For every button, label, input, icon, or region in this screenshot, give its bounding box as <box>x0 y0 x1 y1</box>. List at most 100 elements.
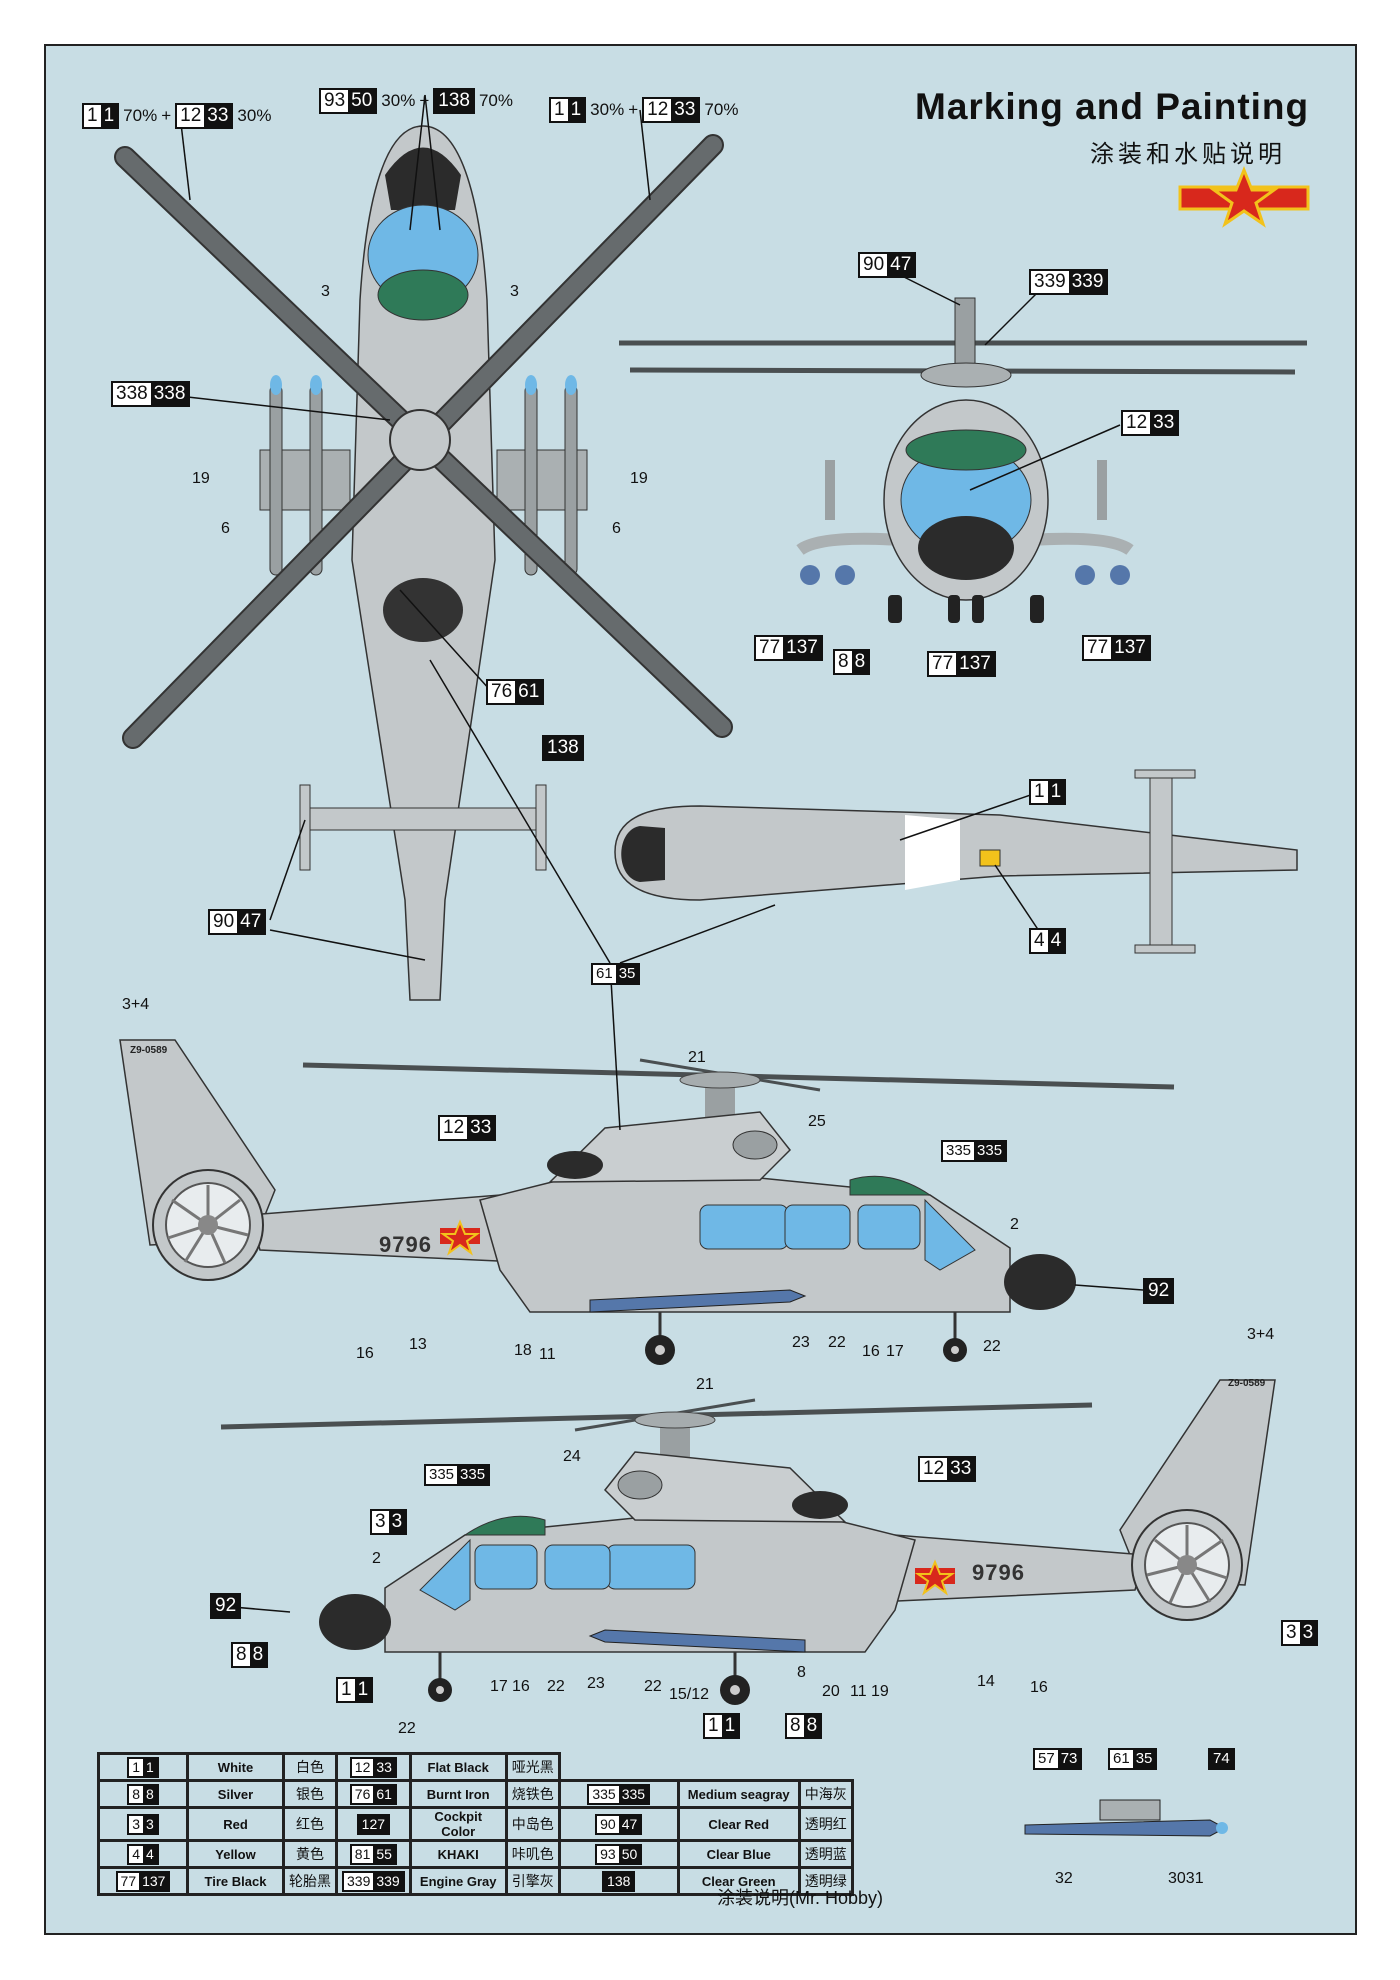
paint-code-white-part: 335 <box>943 1142 975 1160</box>
paint-code-black-part: 4 <box>1047 930 1065 952</box>
paint-code-white-part: 1 <box>338 1679 355 1701</box>
paint-code-black-part: 137 <box>1111 637 1149 659</box>
mix-percent: 70% <box>478 91 513 110</box>
part-number-label: 11 <box>850 1683 867 1700</box>
part-number-label: 16 <box>512 1678 530 1695</box>
front-view-helicopter <box>619 297 1307 623</box>
part-number-label: 22 <box>828 1334 846 1351</box>
pla-insignia <box>1178 165 1310 228</box>
legend-color-name: Tire Black <box>186 1866 285 1896</box>
part-number-label: 16 <box>356 1345 374 1362</box>
paint-code-black-part: 8 <box>803 1715 821 1737</box>
paint-code-black-part: 137 <box>956 653 994 675</box>
paint-code-black-part: 335 <box>457 1466 489 1484</box>
paint-code-black-part: 35 <box>615 965 639 983</box>
legend-color-name: Yellow <box>186 1839 285 1869</box>
serial-number: 9796 <box>972 1560 1025 1585</box>
paint-code-callout: 138 <box>433 88 475 114</box>
part-number-label: 3 <box>510 283 519 300</box>
paint-code-black-part: 137 <box>783 637 821 659</box>
paint-code-white-part: 90 <box>860 254 888 276</box>
paint-code-white-part: 57 <box>1035 1750 1058 1768</box>
legend-color-name-cn: 中岛色 <box>504 1806 561 1842</box>
page-subtitle-cn: 涂装和水贴说明 <box>1090 140 1286 168</box>
paint-code-black-part: 335 <box>618 1785 649 1803</box>
paint-code-white-part: 339 <box>1031 271 1069 293</box>
paint-code-black-part: 339 <box>1068 271 1107 293</box>
paint-code-black-part: 3 <box>143 1815 157 1833</box>
part-number-label: 19 <box>630 470 648 487</box>
part-number-label: 15/12 <box>669 1686 710 1703</box>
legend-swatch-cell: 138 <box>557 1866 680 1896</box>
mix-percent: 70% <box>704 100 739 119</box>
part-number-label: 2 <box>1010 1216 1019 1233</box>
paint-code-black-part: 137 <box>139 1872 169 1890</box>
legend-color-name-cn: 透明蓝 <box>797 1839 854 1869</box>
part-number-label: 22 <box>983 1338 1001 1355</box>
paint-code-white-part: 81 <box>351 1845 374 1863</box>
part-number-label: 22 <box>398 1720 416 1737</box>
paint-code-black-part: 339 <box>373 1872 403 1890</box>
paint-code-white-part: 77 <box>756 637 784 659</box>
paint-code-callout: 92 <box>1143 1278 1175 1304</box>
part-number-label: 19 <box>192 470 210 487</box>
legend-color-name-cn: 中海灰 <box>797 1779 854 1809</box>
paint-code-black-part: 1 <box>143 1758 157 1776</box>
paint-code-white-part: 76 <box>488 681 516 703</box>
part-number-label: 3+4 <box>1247 1326 1275 1343</box>
legend-color-name: Cockpit Color <box>408 1806 508 1842</box>
legend-color-name: Silver <box>186 1779 285 1809</box>
part-number-label: 14 <box>977 1673 995 1690</box>
part-number-label: 25 <box>808 1113 826 1130</box>
part-number-label: 32 <box>1055 1870 1073 1887</box>
part-number-label: 8 <box>797 1664 806 1681</box>
paint-code-black-part: 33 <box>671 99 699 121</box>
mix-percent: 30% <box>237 106 272 125</box>
serial-number: 9796 <box>379 1232 432 1257</box>
part-number-label: 22 <box>644 1678 662 1695</box>
legend-color-name-cn: 银色 <box>282 1779 338 1809</box>
paint-code-black-part: 50 <box>618 1845 641 1863</box>
paint-code-white-part: 12 <box>1123 412 1151 434</box>
paint-code-black-part: 33 <box>947 1458 975 1480</box>
legend-color-name-cn: 透明绿 <box>797 1866 854 1896</box>
paint-code-white-part: 77 <box>117 1872 140 1890</box>
part-number-label: 21 <box>688 1049 706 1066</box>
part-number-label: 23 <box>587 1675 605 1692</box>
paint-code-white-part: 1 <box>705 1715 722 1737</box>
part-number-label: 16 <box>1030 1679 1048 1696</box>
paint-code-white-part: 61 <box>1110 1750 1133 1768</box>
part-number-label: 3+4 <box>122 996 150 1013</box>
paint-code-black-part: 74 <box>1210 1750 1233 1768</box>
paint-code-callout: 138 <box>602 1870 636 1892</box>
legend-color-name: Medium seagray <box>676 1779 801 1809</box>
part-number-label: 21 <box>696 1376 714 1393</box>
paint-code-black-part: 338 <box>150 383 189 405</box>
mix-plus: + <box>628 100 639 119</box>
legend-color-name-cn: 哑光黑 <box>504 1752 561 1782</box>
